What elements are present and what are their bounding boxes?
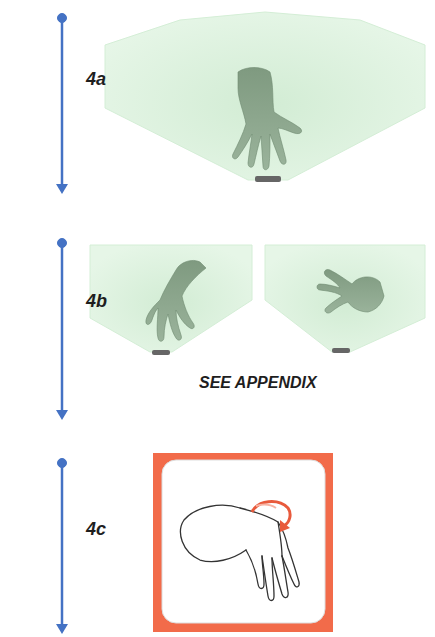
sensor-device xyxy=(332,348,350,353)
section-label: 4a xyxy=(86,70,106,88)
sensor-field xyxy=(265,245,425,352)
sensor-field xyxy=(105,12,425,180)
rotation-arrow xyxy=(252,502,290,532)
note-text: SEE APPENDIX xyxy=(199,375,317,391)
sensor-device xyxy=(255,176,281,182)
timeline-arrow xyxy=(56,14,68,195)
hand-illustration xyxy=(232,68,301,170)
hand-line-art xyxy=(181,505,300,600)
section-label: 4c xyxy=(86,520,106,538)
hand-illustration xyxy=(317,269,384,313)
timeline-arrow xyxy=(56,239,68,421)
icon-card xyxy=(162,460,325,623)
timeline-arrow xyxy=(56,459,68,635)
section-label: 4b xyxy=(86,292,107,310)
sensor-device xyxy=(152,350,170,355)
sensor-field xyxy=(90,245,252,352)
icon-frame xyxy=(153,453,333,632)
hand-illustration xyxy=(146,260,206,341)
